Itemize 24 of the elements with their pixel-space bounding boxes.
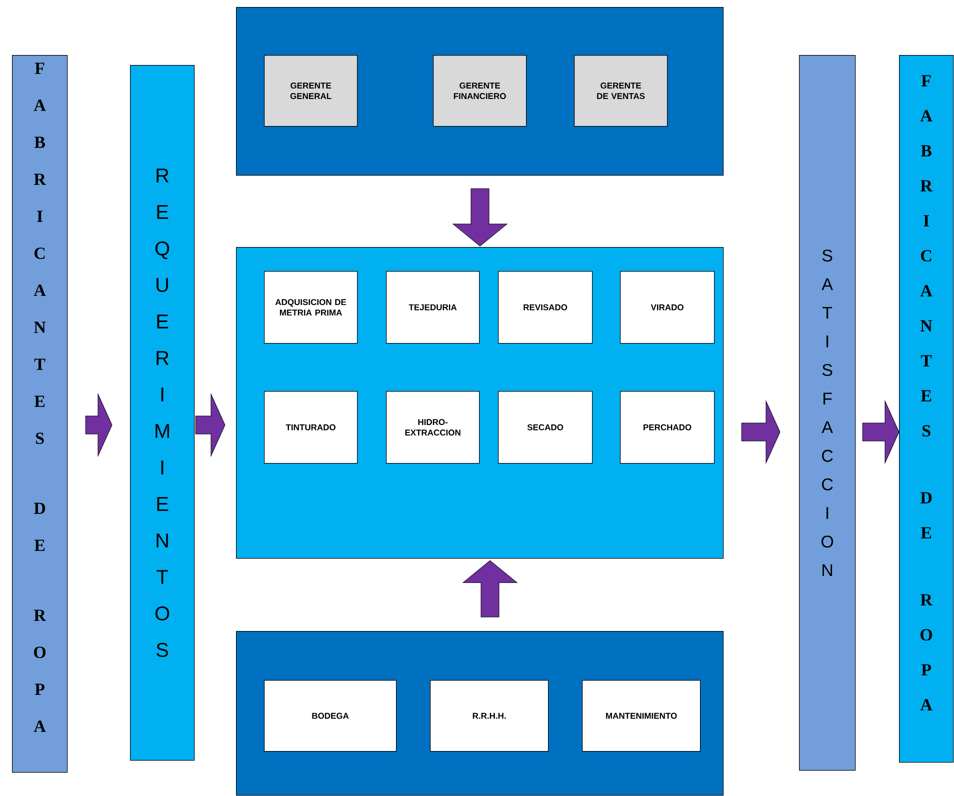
process-box: HIDRO-EXTRACCION — [386, 391, 480, 464]
block-arrow — [462, 560, 518, 618]
process-box: GERENTE FINANCIERO — [433, 55, 527, 127]
process-box: ADQUISICION DE METRIA PRIMA — [264, 271, 358, 344]
process-box: R.R.H.H. — [430, 680, 549, 752]
block-arrow — [85, 394, 112, 456]
block-arrow — [741, 400, 780, 464]
vertical-text-column: SATISFACCION — [799, 55, 856, 771]
vertical-text-column: FABRICANTES DE ROPA — [12, 55, 68, 773]
process-box: REVISADO — [498, 271, 593, 344]
process-box: VIRADO — [620, 271, 715, 344]
process-box: GERENTE GENERAL — [264, 55, 358, 127]
process-box: PERCHADO — [620, 391, 715, 464]
process-box: GERENTE DE VENTAS — [574, 55, 668, 127]
process-box: MANTENIMIENTO — [582, 680, 701, 752]
block-arrow — [862, 400, 900, 464]
block-arrow — [452, 188, 508, 246]
block-arrow — [195, 394, 226, 456]
vertical-text-column: FABRICANTES DE ROPA — [899, 55, 954, 763]
process-box: TINTURADO — [264, 391, 358, 464]
process-box: TEJEDURIA — [386, 271, 480, 344]
process-box: BODEGA — [264, 680, 397, 752]
vertical-text-column: REQUERIMIENTOS — [130, 65, 195, 761]
process-box: SECADO — [498, 391, 593, 464]
